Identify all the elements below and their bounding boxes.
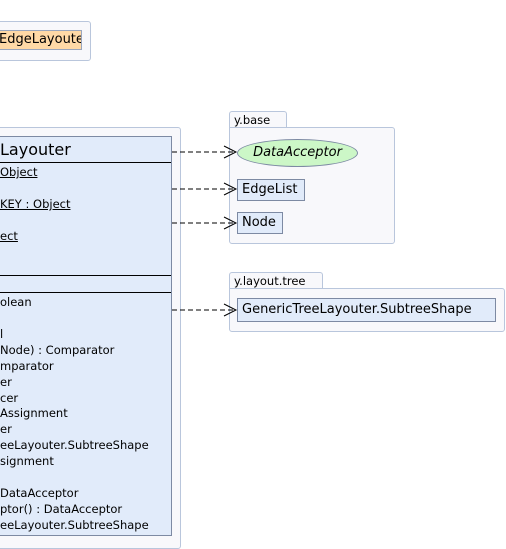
attribute-row: ect xyxy=(0,229,18,243)
attribute-row: KEY : Object xyxy=(0,197,71,211)
method-row: ptor() : DataAcceptor xyxy=(0,502,123,516)
interface-data-acceptor[interactable]: DataAcceptor xyxy=(237,139,358,167)
method-row: Assignment xyxy=(0,406,68,420)
method-row: DataAcceptor xyxy=(0,486,79,500)
class-title: Layouter xyxy=(0,140,71,159)
method-row: mparator xyxy=(0,359,54,373)
dependency-edges xyxy=(172,145,238,317)
package-tab-y-base: y.base xyxy=(229,111,287,128)
method-row: l xyxy=(0,327,4,341)
dependency-arrow-edge-list xyxy=(172,182,238,196)
attribute-row: Object xyxy=(0,165,38,179)
class-main-layouter[interactable]: Layouter Object KEY : Object ect olean l… xyxy=(0,136,172,536)
method-row: Node) : Comparator xyxy=(0,343,115,357)
dependency-arrow-subtree-shape xyxy=(172,303,238,317)
method-row: olean xyxy=(0,295,32,309)
method-row: eeLayouter.SubtreeShape xyxy=(0,438,149,452)
attributes-separator xyxy=(0,275,171,276)
method-row: cer xyxy=(0,391,19,405)
class-edge-list[interactable]: EdgeList xyxy=(237,179,305,201)
class-node[interactable]: Node xyxy=(237,212,283,234)
class-subtree-shape[interactable]: GenericTreeLayouter.SubtreeShape xyxy=(237,298,496,322)
package-tab-y-layout-tree: y.layout.tree xyxy=(229,272,323,289)
methods-separator xyxy=(0,292,171,293)
dependency-arrow-data-acceptor xyxy=(172,145,238,159)
dependency-arrow-node xyxy=(172,216,238,230)
class-edge-layouter[interactable]: EdgeLayouter xyxy=(0,30,82,50)
method-row: signment xyxy=(0,454,54,468)
method-row: er xyxy=(0,375,12,389)
method-row: er xyxy=(0,422,12,436)
title-separator xyxy=(0,162,171,163)
